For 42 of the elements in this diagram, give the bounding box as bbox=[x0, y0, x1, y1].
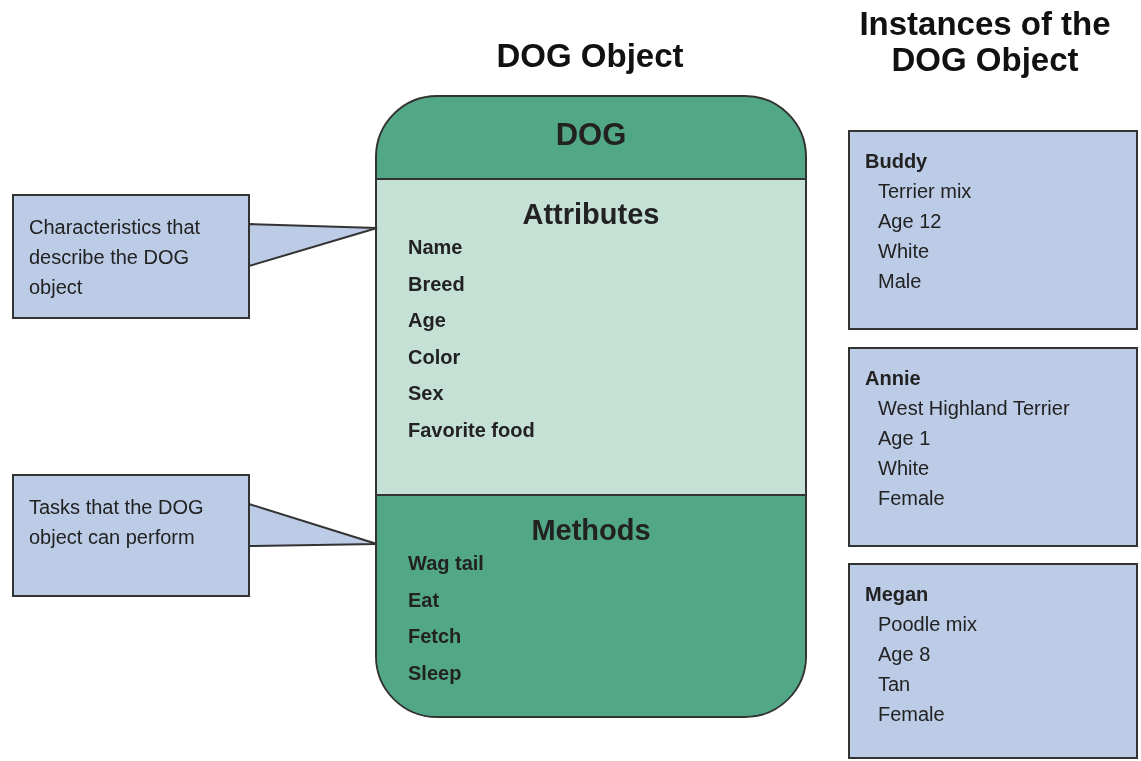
instance-card bbox=[848, 130, 1138, 330]
instance-name: Buddy bbox=[865, 150, 928, 173]
member-item: Sleep bbox=[408, 661, 462, 685]
callout-pointer bbox=[248, 502, 378, 547]
section-heading: Methods bbox=[530, 514, 652, 547]
callout-box bbox=[12, 194, 250, 319]
object-shape bbox=[375, 95, 807, 718]
instance-value: Terrier mix bbox=[878, 180, 972, 203]
heading: Instances of the DOG Object bbox=[858, 6, 1112, 78]
instance-value: Poodle mix bbox=[878, 613, 977, 636]
member-item: Eat bbox=[408, 588, 440, 612]
instance-value: Male bbox=[878, 270, 922, 293]
instance-value: Age 12 bbox=[878, 210, 942, 233]
member-item: Fetch bbox=[408, 625, 462, 648]
member-item: Breed bbox=[408, 272, 465, 296]
callout-box bbox=[12, 474, 250, 597]
instance-card bbox=[848, 347, 1138, 547]
instance-value: Age 8 bbox=[878, 643, 931, 666]
heading: DOG Object bbox=[495, 38, 685, 74]
section-panel bbox=[377, 178, 805, 494]
instance-value: White bbox=[878, 240, 930, 263]
member-item: Name bbox=[408, 236, 463, 259]
callout-text: Characteristics that describe the DOG object bbox=[29, 215, 202, 300]
instance-value: Tan bbox=[878, 673, 911, 696]
instance-value: Female bbox=[878, 487, 945, 510]
instance-value: Female bbox=[878, 703, 945, 726]
section-panel bbox=[377, 494, 805, 716]
member-item: Age bbox=[408, 309, 446, 332]
instance-value: Age 1 bbox=[878, 427, 931, 450]
instance-value: White bbox=[878, 457, 930, 480]
member-item: Favorite food bbox=[408, 418, 535, 442]
member-item: Wag tail bbox=[408, 552, 484, 575]
callout-text: Tasks that the DOG object can perform bbox=[29, 495, 205, 550]
instance-name: Megan bbox=[865, 583, 929, 606]
section-heading: Attributes bbox=[521, 198, 661, 231]
instance-value: West Highland Terrier bbox=[878, 397, 1070, 420]
member-item: Sex bbox=[408, 382, 444, 405]
object-name: DOG bbox=[554, 117, 628, 153]
instance-card bbox=[848, 563, 1138, 759]
callout-pointer bbox=[248, 222, 378, 268]
member-item: Color bbox=[408, 345, 461, 369]
instance-name: Annie bbox=[865, 367, 921, 390]
